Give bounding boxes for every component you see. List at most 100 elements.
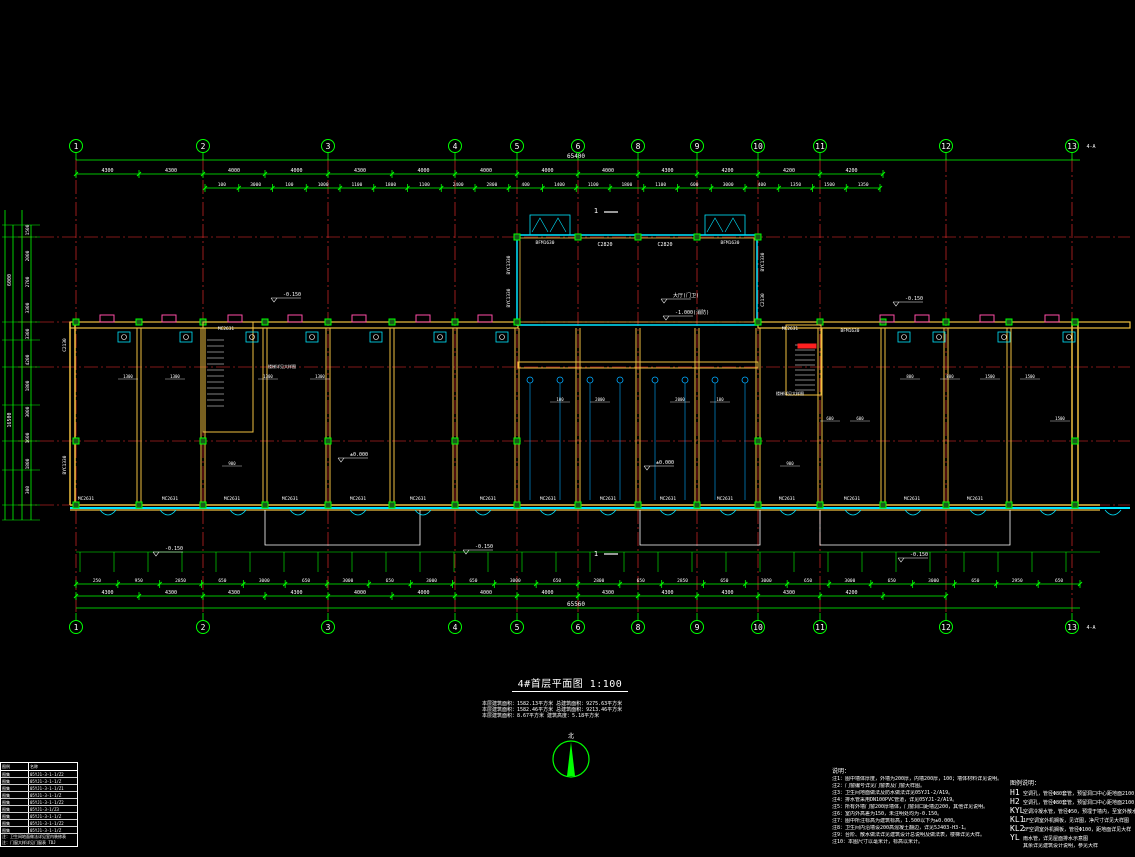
fixture-drain (901, 334, 907, 340)
dimension-slash (817, 171, 823, 177)
door-swing (844, 509, 862, 516)
dimension-slash (880, 171, 886, 177)
washbasin (179, 331, 193, 343)
code-key: KL1 (1010, 816, 1025, 824)
dimension-label: 4300 (165, 168, 177, 174)
column (72, 501, 80, 509)
washbasin (245, 331, 259, 343)
code-key: KL2 (1010, 825, 1025, 833)
door-label: MC2631 (162, 496, 179, 502)
code-lines: H1 空调孔，管径Φ80套管，预留洞口中心距地面2100，距墙边H2 空调孔，管… (1010, 789, 1135, 850)
fixture-drain (249, 334, 255, 340)
column (574, 501, 582, 509)
washbasin (369, 331, 383, 343)
code-line: YL 雨水管，详见屋面排水示意图 (1010, 834, 1135, 843)
dimension-label: 4300 (661, 168, 673, 174)
door-swing (599, 509, 617, 516)
code-desc: 空调孔，管径Φ80套管，预留洞口中心距地面2100，距墙边 (1023, 791, 1135, 797)
hall-fixture (681, 376, 689, 384)
dimension-label: 3300 (25, 302, 31, 313)
dimension-label: 650 (469, 578, 477, 584)
vertical-label: C2130 (62, 338, 68, 352)
small-dim-label: 100 (716, 397, 724, 402)
grid-bubble-label: 4 (453, 142, 458, 151)
dimension-label: 2950 (1012, 578, 1023, 584)
note-line: 注3：卫生间地面做法及防水做法详见05YJ1-2/A19。 (832, 790, 954, 796)
dimension-slash (843, 185, 849, 191)
stair-note: 楼梯详见大样图 (268, 363, 296, 369)
dimension-slash (452, 171, 458, 177)
grid-bubble-label: 1 (74, 142, 79, 151)
level-symbol (152, 551, 160, 557)
wc-fixture (161, 314, 177, 323)
dimension-label: 400 (522, 182, 530, 188)
vertical-label: BYC1330 (506, 255, 512, 274)
door-label: MC2631 (282, 496, 299, 502)
legend-name: 05YJ1-3-1-1/Z1 (30, 786, 64, 791)
dimension-label: 6000 (7, 274, 13, 286)
fixture-drain (183, 334, 189, 340)
dimension-slash (202, 185, 208, 191)
vertical-label: C2130 (760, 293, 766, 307)
dimension-label: 4000 (602, 168, 614, 174)
section-mark: 1 (594, 550, 598, 558)
code-desc: 2F空调室外机搁板，管径Φ100，距地面详见大样 (1020, 827, 1132, 833)
dimension-slash (952, 581, 957, 587)
door-label: MC2631 (717, 496, 734, 502)
small-dim-label: 900 (228, 461, 236, 466)
legend-name: 05YJ1-3-1-1/Z2 (30, 800, 64, 805)
dimension-slash (910, 581, 916, 587)
column (324, 437, 332, 445)
dimension-slash (607, 185, 613, 191)
vertical-label: BYC1330 (62, 455, 68, 474)
dimension-label: 3000 (844, 578, 855, 584)
dimension-slash (742, 581, 748, 587)
dimension-slash (73, 581, 79, 587)
note-line: 注1：图中墙体厚度，外墙为200厚，内墙200厚，100；墙体材料详见说明。 (832, 776, 1003, 782)
dimension-label: 4200 (25, 354, 31, 365)
column (693, 501, 701, 509)
grid-bubble-label: 9 (695, 623, 700, 632)
dimension-label: 650 (386, 578, 394, 584)
dimension-label: 4300 (783, 590, 795, 596)
dimension-slash (540, 185, 545, 191)
dimension-label: 1800 (621, 182, 632, 188)
grid-bubble-label: 13 (1067, 623, 1077, 632)
fixtures (99, 214, 1122, 516)
dimension-slash (389, 593, 395, 599)
door-label: MC2631 (540, 496, 557, 502)
dimension-slash (262, 171, 268, 177)
column (634, 233, 642, 241)
legend-header-symbol: 图例 (1, 763, 29, 770)
dimension-slash (325, 593, 331, 599)
dimension-label: 4300 (101, 168, 113, 174)
dimension-slash (617, 581, 623, 587)
dimension-label: 3000 (761, 578, 772, 584)
dimension-label: 2000 (25, 250, 31, 261)
dimension-slash (776, 185, 782, 191)
door-swing (159, 509, 177, 516)
column (754, 437, 762, 445)
dimension-label: 3000 (25, 406, 31, 417)
dimension-slash (659, 581, 665, 587)
legend-symbol: 图集 (1, 785, 29, 791)
area-statistics: 本层建筑面积：1582.13平方米 总建筑面积：9275.63平方米 本层建筑面… (470, 701, 670, 719)
dimension-slash (325, 171, 331, 177)
dimension-label: 2700 (25, 276, 31, 287)
washbasin (495, 331, 509, 343)
dimension-label: 3000 (426, 578, 437, 584)
small-dim-label: 1300 (170, 374, 180, 379)
fixture-drain (936, 334, 942, 340)
grid-end-label: 4-A (1086, 625, 1095, 631)
dimension-label: 4000 (228, 168, 240, 174)
dimension-label: 650 (637, 578, 645, 584)
column (574, 233, 582, 241)
legend-footer-2: 注：门窗大样详见门窗表 TDJ (2, 840, 56, 845)
notes-title: 说明： (832, 768, 851, 775)
level-symbol (892, 301, 900, 307)
drawing-title-block: 4#首层平面图 1:100 本层建筑面积：1582.13平方米 总建筑面积：92… (470, 672, 670, 719)
dimension-label: 4300 (228, 590, 240, 596)
